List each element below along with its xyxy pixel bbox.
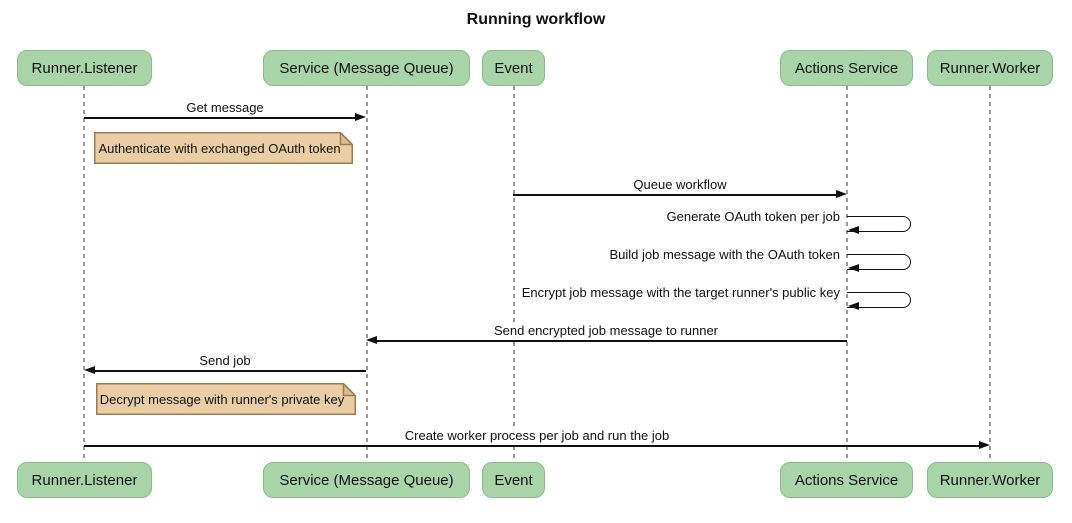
note-shape-icon	[94, 132, 353, 164]
lifeline-service-message-queue	[366, 86, 368, 462]
self-loop-build-job-message	[847, 254, 911, 270]
arrowhead-right-icon	[979, 441, 990, 449]
message-label-get-message: Get message	[183, 100, 267, 116]
message-label-encrypt-job-message: Encrypt job message with the target runn…	[518, 285, 843, 301]
message-line-create-worker	[84, 445, 981, 447]
arrowhead-right-icon	[836, 190, 847, 198]
arrowhead-left-icon	[848, 302, 859, 310]
participant-actions-service-top: Actions Service	[780, 50, 913, 86]
participant-runner-worker-bottom: Runner.Worker	[927, 462, 1053, 498]
lifeline-runner-worker	[989, 86, 991, 462]
participant-service-message-queue-bottom: Service (Message Queue)	[263, 462, 470, 498]
diagram-title: Running workflow	[466, 11, 606, 28]
participant-runner-listener-top: Runner.Listener	[17, 50, 152, 86]
arrowhead-left-icon	[84, 366, 95, 374]
arrowhead-left-icon	[366, 336, 377, 344]
message-label-generate-oauth-token: Generate OAuth token per job	[663, 209, 843, 225]
lifeline-runner-listener	[83, 86, 85, 462]
arrowhead-right-icon	[355, 113, 366, 121]
participant-event-bottom: Event	[482, 462, 545, 498]
note-authenticate-text: Authenticate with exchanged OAuth token	[98, 140, 341, 156]
message-label-send-encrypted: Send encrypted job message to runner	[490, 323, 722, 339]
lifeline-event	[513, 86, 515, 462]
arrowhead-left-icon	[848, 264, 859, 272]
self-loop-generate-oauth-token	[847, 216, 911, 232]
message-label-send-job: Send job	[196, 353, 254, 369]
message-line-send-encrypted	[375, 340, 847, 342]
note-authenticate: Authenticate with exchanged OAuth token	[94, 132, 353, 164]
message-label-build-job-message: Build job message with the OAuth token	[606, 247, 843, 263]
message-label-queue-workflow: Queue workflow	[630, 177, 730, 193]
participant-runner-worker-top: Runner.Worker	[927, 50, 1053, 86]
message-label-create-worker: Create worker process per job and run th…	[401, 428, 673, 444]
participant-service-message-queue-top: Service (Message Queue)	[263, 50, 470, 86]
lifeline-actions-service	[846, 86, 848, 462]
message-line-get-message	[84, 117, 357, 119]
participant-actions-service-bottom: Actions Service	[780, 462, 913, 498]
message-line-send-job	[93, 370, 366, 372]
participant-runner-listener-bottom: Runner.Listener	[17, 462, 152, 498]
self-loop-encrypt-job-message	[847, 292, 911, 308]
participant-event-top: Event	[482, 50, 545, 86]
note-decrypt-text: Decrypt message with runner's private ke…	[99, 391, 345, 407]
arrowhead-left-icon	[848, 226, 859, 234]
note-decrypt: Decrypt message with runner's private ke…	[96, 383, 356, 415]
message-line-queue-workflow	[513, 194, 838, 196]
note-shape-icon	[96, 383, 356, 415]
